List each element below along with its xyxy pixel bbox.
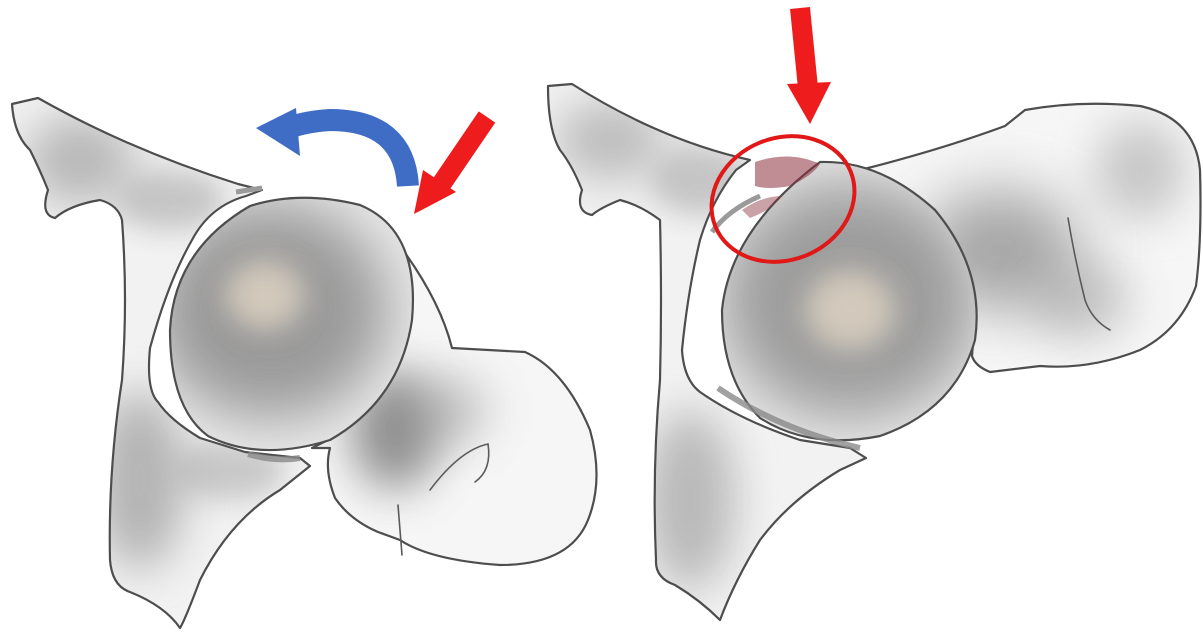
left-pointer-arrow (414, 117, 487, 214)
rotation-arrow (256, 108, 408, 186)
right-pointer-arrow (787, 8, 831, 124)
right-panel (548, 8, 1201, 620)
left-panel (12, 98, 597, 628)
